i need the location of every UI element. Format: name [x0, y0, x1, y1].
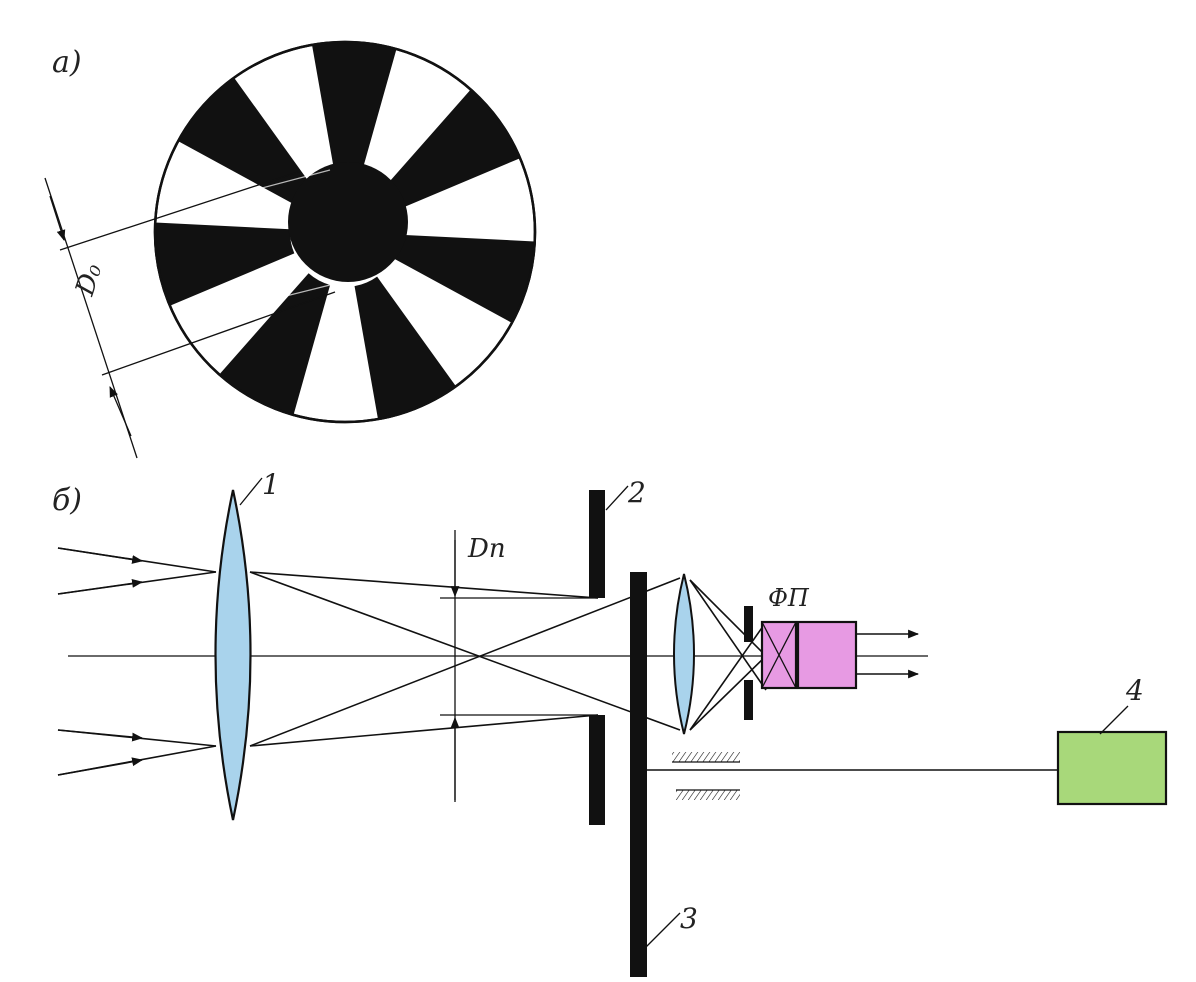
- chopper-sector: [381, 89, 521, 211]
- aperture-stop: [744, 606, 753, 720]
- dp-dimension: Dп: [450, 530, 506, 802]
- panel-b-label: б): [52, 483, 82, 518]
- chopper-disk-side: 3: [630, 572, 698, 977]
- detector-rays: [689, 579, 771, 731]
- objective-lens: [214, 489, 252, 821]
- chopper-sector: [393, 234, 535, 323]
- part-3-label: 3: [680, 902, 698, 935]
- motor-block: 4: [1056, 674, 1168, 806]
- chopper-sector: [155, 222, 295, 306]
- part-1-label: 1: [262, 468, 280, 501]
- incoming-rays: [57, 547, 217, 776]
- d0-label: D₀: [70, 260, 109, 301]
- chopper-sector: [219, 273, 331, 415]
- field-diaphragm: 2: [589, 476, 646, 825]
- chopper-disk-outline: [153, 40, 537, 424]
- part-2-label: 2: [627, 476, 646, 509]
- part-4-label: 4: [1125, 674, 1144, 707]
- refracted-rays: [249, 571, 681, 747]
- chopper-disk: [153, 40, 537, 424]
- photodetector: ФП: [760, 584, 858, 690]
- chopper-hub: [288, 162, 408, 282]
- fp-label: ФП: [768, 584, 810, 612]
- chopper-sector: [312, 41, 397, 180]
- dp-label: Dп: [467, 534, 506, 564]
- drive-shaft: [647, 752, 1058, 800]
- panel-a-label: а): [52, 45, 82, 80]
- chopper-sectors: [155, 41, 535, 420]
- condenser-lens: [673, 573, 695, 735]
- chopper-sector: [178, 77, 313, 206]
- output-signal-arrows: [856, 629, 920, 679]
- chopper-sector: [354, 276, 456, 420]
